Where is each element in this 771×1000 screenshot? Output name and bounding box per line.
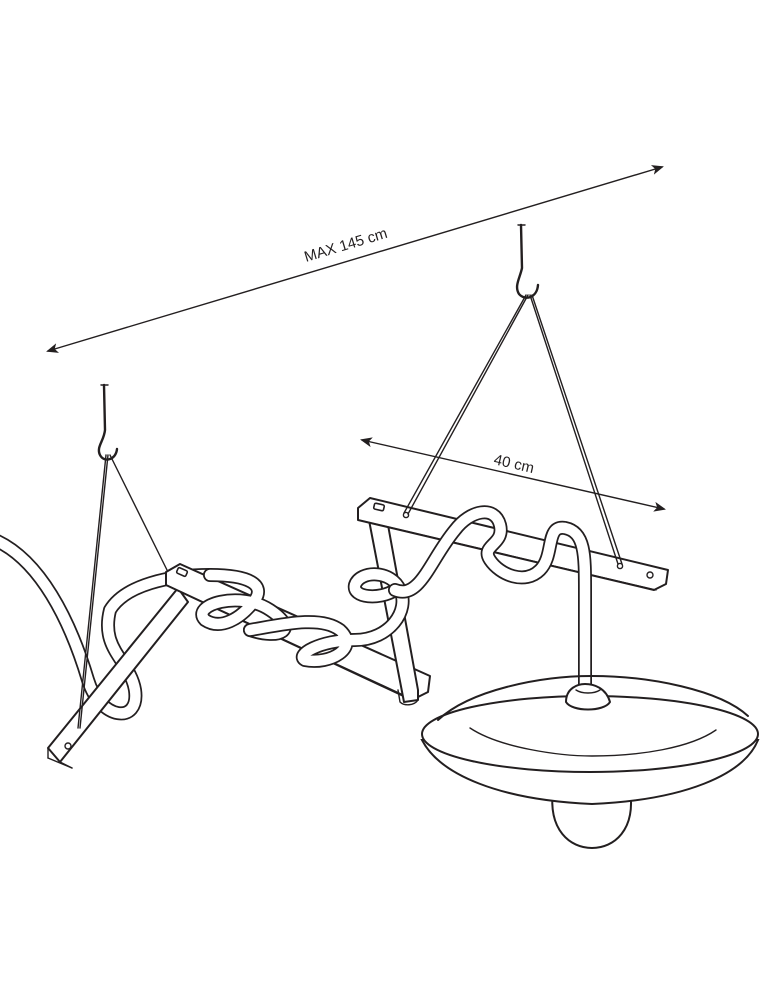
width-label: 40 cm (492, 451, 536, 477)
width-dimension: 40 cm (360, 437, 666, 512)
lamp-shade (420, 675, 760, 849)
right-suspension-wires (403, 294, 623, 565)
right-ceiling-hook-icon (515, 223, 540, 299)
left-suspension-wires (77, 454, 169, 729)
rail-screw (64, 742, 72, 750)
coiled-cord-top (388, 505, 592, 697)
max-length-arrow (46, 165, 664, 353)
left-ceiling-hook-icon (97, 383, 119, 461)
supply-cord (0, 534, 217, 721)
light-bulb-icon (551, 789, 632, 849)
rail-screw (175, 566, 189, 578)
max-length-label: MAX 145 cm (302, 225, 389, 266)
rail-screw (372, 502, 386, 512)
width-arrow (360, 437, 666, 512)
coiled-cord-middle (195, 567, 410, 668)
max-length-dimension: MAX 145 cm (46, 165, 664, 353)
rail-screw (646, 571, 654, 579)
wire-anchor (402, 511, 410, 519)
left-lower-rail (47, 587, 189, 769)
wire-anchor (616, 562, 624, 570)
